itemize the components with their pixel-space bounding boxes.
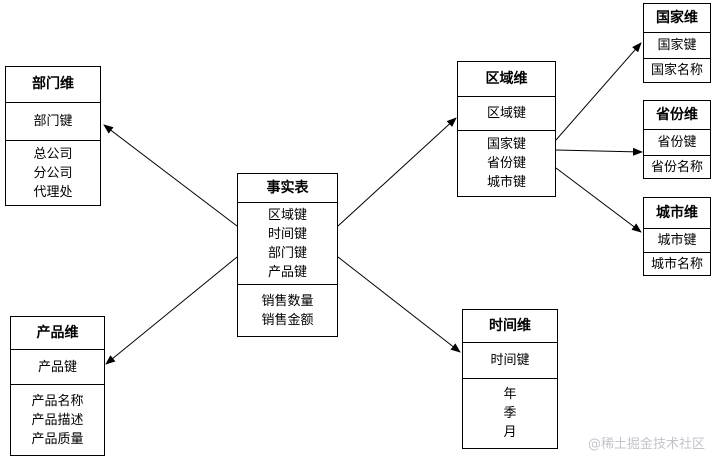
region-attr: 省份键: [486, 156, 526, 171]
region-dimension-key: 区域键: [458, 96, 555, 130]
arrow-region-to-province: [555, 147, 643, 156]
dept-attr: 总公司: [33, 146, 73, 162]
dept-dimension-title: 部门维: [32, 76, 74, 92]
product-attr: 产品名称: [31, 393, 84, 409]
product-attr: 产品描述: [31, 412, 84, 428]
product-dimension-attrs: 产品名称 产品描述 产品质量: [11, 384, 104, 455]
time-dimension-box: 时间维 时间键 年 季 月: [462, 309, 558, 449]
product-dimension-key: 产品键: [11, 349, 104, 384]
time-attr: 月: [503, 425, 517, 440]
product-attr: 产品质量: [31, 431, 84, 447]
fact-key: 产品键: [267, 264, 307, 280]
fact-key: 区域键: [267, 207, 307, 223]
dept-dimension-box: 部门维 部门键 总公司 分公司 代理处: [5, 66, 101, 206]
fact-measure: 销售数量: [261, 293, 314, 309]
fact-key: 部门键: [267, 245, 307, 261]
fact-table-measures: 销售数量 销售金额: [238, 284, 337, 336]
product-dimension-box: 产品维 产品键 产品名称 产品描述 产品质量: [10, 316, 105, 456]
province-dimension-attrs: 省份名称: [644, 155, 710, 178]
arrow-fact-to-product: [105, 256, 238, 365]
time-attr: 季: [503, 406, 517, 421]
region-attr: 城市键: [486, 175, 526, 190]
region-attr: 国家键: [486, 137, 526, 152]
fact-key: 时间键: [267, 226, 307, 242]
fact-table-title: 事实表: [266, 179, 309, 196]
country-dimension-key: 国家键: [644, 32, 710, 58]
region-dimension-attrs: 国家键 省份键 城市键: [458, 130, 555, 196]
province-dimension-title: 省份维: [656, 106, 698, 123]
city-attr: 城市名称: [650, 256, 703, 272]
city-dimension-box: 城市维 城市键 城市名称: [643, 197, 711, 276]
time-dimension-title: 时间维: [489, 317, 531, 334]
dept-dimension-attrs: 总公司 分公司 代理处: [6, 140, 100, 205]
country-dimension-title: 国家维: [656, 9, 698, 26]
dept-attr: 分公司: [33, 165, 73, 181]
fact-measure: 销售金额: [261, 312, 314, 328]
region-dimension-box: 区域维 区域键 国家键 省份键 城市键: [457, 61, 556, 197]
arrow-fact-to-region: [337, 117, 457, 227]
city-dimension-key: 城市键: [644, 228, 710, 252]
dept-dimension-key: 部门键: [6, 102, 100, 140]
country-dimension-attrs: 国家名称: [644, 58, 710, 82]
time-attr: 年: [503, 387, 517, 402]
arrow-fact-to-time: [337, 256, 461, 353]
country-attr: 国家名称: [650, 63, 703, 78]
time-dimension-key: 时间键: [463, 342, 557, 378]
city-dimension-attrs: 城市名称: [644, 252, 710, 275]
product-dimension-title: 产品维: [36, 324, 79, 341]
arrow-region-to-city: [555, 167, 642, 233]
province-dimension-key: 省份键: [644, 129, 710, 155]
dept-attr: 代理处: [33, 184, 73, 200]
region-dimension-title: 区域维: [485, 70, 528, 87]
fact-table-box: 事实表 区域键 时间键 部门键 产品键 销售数量 销售金额: [237, 173, 338, 337]
fact-table-keys: 区域键 时间键 部门键 产品键: [238, 202, 337, 284]
arrow-region-to-country: [555, 42, 642, 141]
arrow-fact-to-dept: [103, 124, 238, 227]
time-dimension-attrs: 年 季 月: [463, 378, 557, 448]
province-dimension-box: 省份维 省份键 省份名称: [643, 100, 711, 179]
country-dimension-box: 国家维 国家键 国家名称: [643, 3, 711, 83]
city-dimension-title: 城市维: [656, 204, 698, 221]
province-attr: 省份名称: [650, 159, 703, 175]
watermark-text: @稀土掘金技术社区: [587, 437, 705, 452]
